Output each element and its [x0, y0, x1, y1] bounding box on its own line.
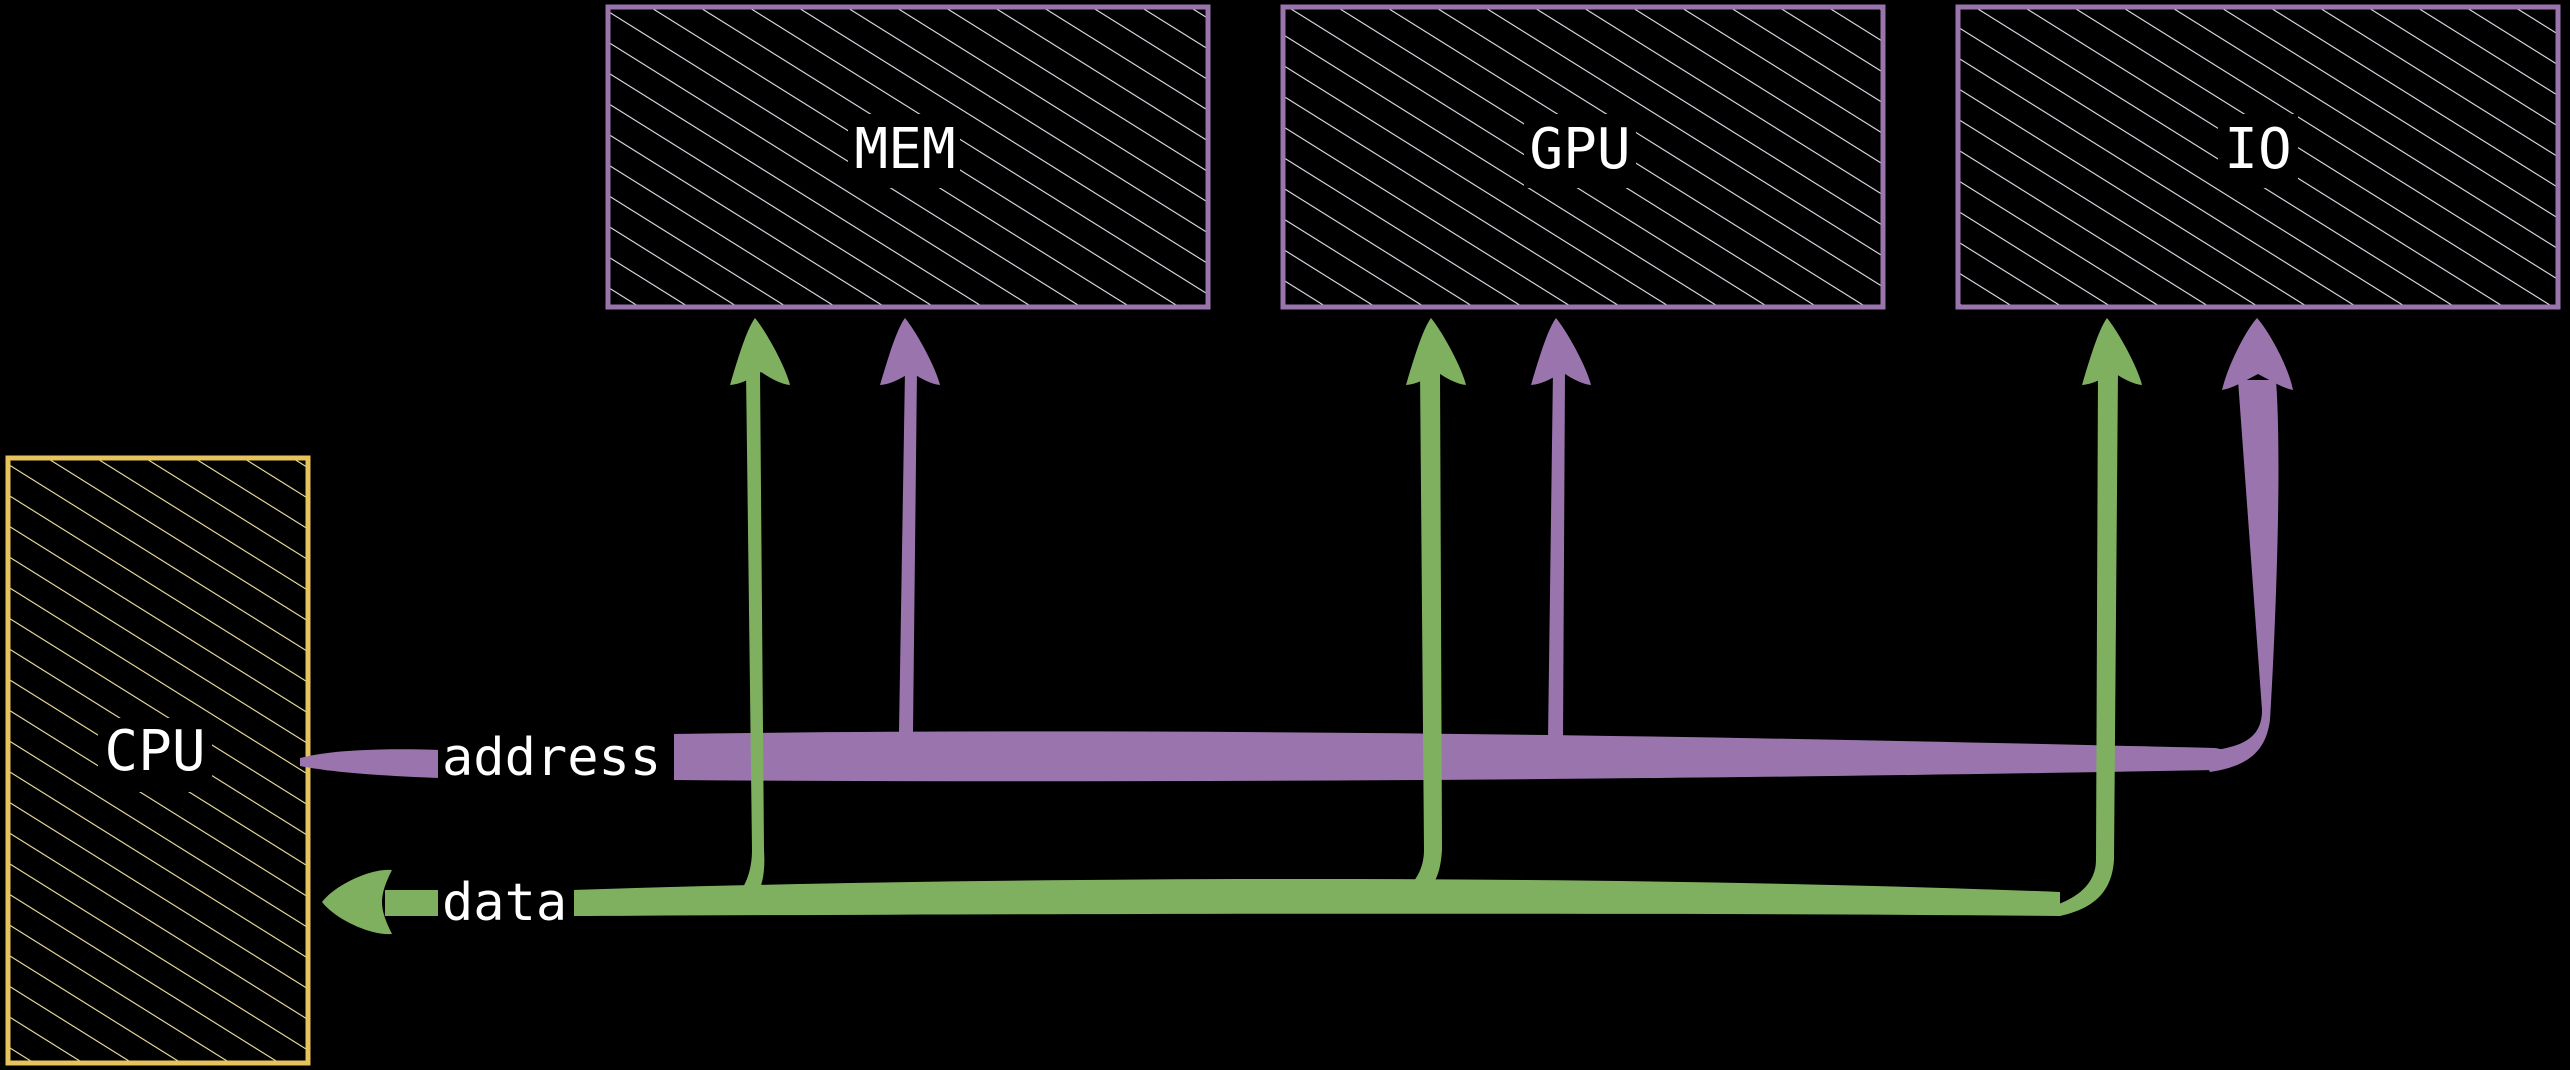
data-arrow-cpu	[322, 869, 392, 935]
address-label-bg	[438, 722, 674, 792]
data-arrow-gpu	[1406, 318, 1466, 385]
cpu-node: CPU	[5, 455, 311, 1066]
address-arrow-mem	[880, 318, 940, 385]
gpu-node: GPU	[1280, 4, 1886, 310]
address-label: address	[442, 728, 661, 788]
cpu-label-bg	[98, 718, 212, 792]
data-branch-io	[2040, 370, 2118, 916]
io-label-bg	[2218, 114, 2298, 188]
address-branch-mem	[899, 370, 917, 732]
cpu-label: CPU	[104, 719, 205, 784]
data-bus-stub	[385, 890, 440, 916]
data-arrow-io	[2082, 318, 2142, 385]
io-node: IO	[1955, 4, 2561, 310]
address-bus-trunk	[672, 731, 2234, 782]
data-bus-trunk	[572, 879, 2060, 916]
address-bus-line	[300, 749, 440, 778]
address-branch-gpu	[1548, 370, 1565, 742]
gpu-label-bg	[1524, 114, 1636, 188]
mem-label: MEM	[854, 117, 955, 182]
data-arrow-mem	[730, 318, 790, 385]
data-branch-gpu	[1380, 370, 1442, 905]
address-arrow-io	[2222, 318, 2293, 390]
data-label-bg	[438, 870, 574, 936]
mem-node: MEM	[605, 4, 1211, 310]
address-branch-io	[2200, 380, 2279, 772]
mem-label-bg	[848, 114, 960, 188]
address-arrow-gpu	[1531, 318, 1591, 385]
io-label: IO	[2224, 117, 2291, 182]
address-label-group: address	[438, 722, 674, 792]
gpu-label: GPU	[1529, 117, 1630, 182]
data-bus	[322, 318, 2142, 935]
data-branch-mem	[720, 370, 765, 910]
data-label-group: data	[438, 870, 574, 936]
address-bus	[300, 318, 2293, 782]
data-label: data	[442, 873, 567, 933]
